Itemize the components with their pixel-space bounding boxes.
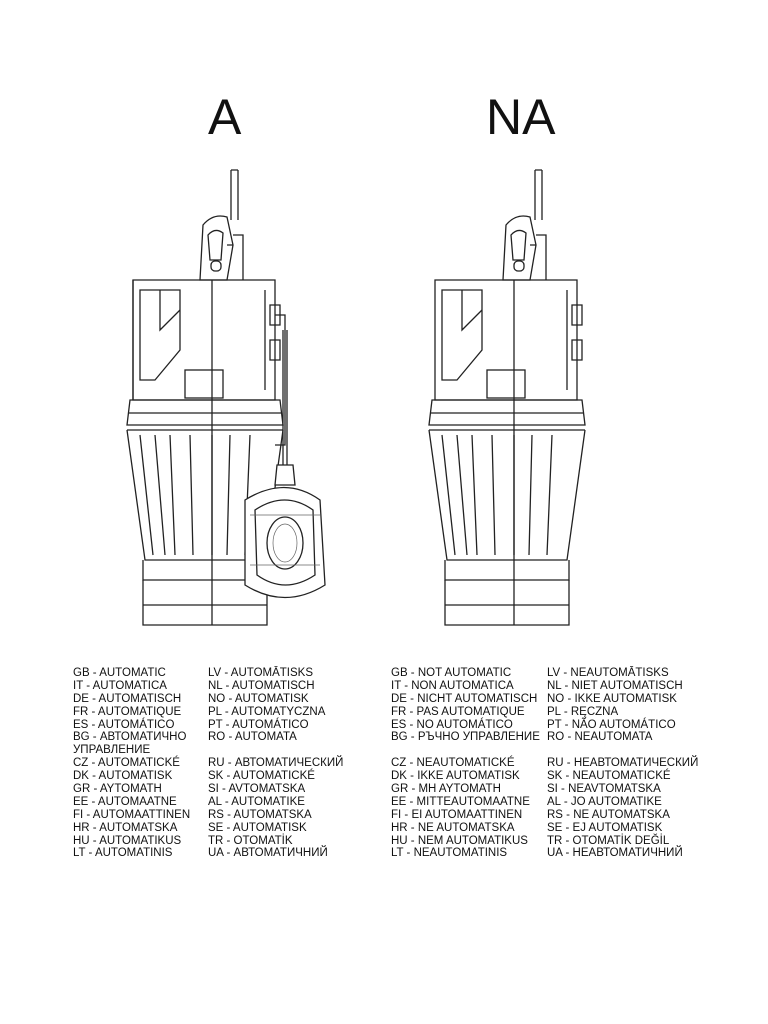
translation-line: RS - NE AUTOMATSKA (547, 808, 670, 821)
translation-line: LV - AUTOMĀTISKS (208, 667, 314, 679)
translation-line: GR - MH AYTOMATH (391, 783, 501, 796)
translation-line: CZ - AUTOMATICKÉ (73, 757, 180, 770)
translation-line: LT - NEAUTOMATINIS (391, 847, 508, 860)
translation-line (391, 744, 540, 757)
translation-line: SE - AUTOMATISK (208, 821, 307, 834)
translation-line: NL - NIET AUTOMATISCH (547, 679, 683, 692)
translation-line: FR - PAS AUTOMATIQUE (391, 705, 525, 718)
translation-line: CZ - NEAUTOMATICKÉ (391, 757, 515, 770)
translation-line: LV - NEAUTOMĀTISKS (547, 667, 669, 679)
translation-line: PL - AUTOMATYCZNA (208, 705, 326, 718)
translation-line: HU - AUTOMATIKUS (73, 834, 182, 847)
translation-line: EE - AUTOMAATNE (73, 795, 177, 808)
translation-line: УПРАВЛЕНИЕ (73, 744, 151, 757)
translation-line: SI - AVTOMATSKA (208, 783, 306, 796)
translation-line: HR - AUTOMATSKA (73, 821, 178, 834)
translation-line: GB - AUTOMATIC (73, 667, 166, 679)
translation-line: AL - AUTOMATIKE (208, 795, 305, 808)
translation-line: PT - AUTOMÁTICO (208, 718, 309, 731)
translation-line: UA - АВТОМАТИЧНИЙ (208, 847, 328, 860)
translation-line: DK - AUTOMATISK (73, 770, 173, 783)
translation-line: AL - JO AUTOMATIKE (547, 795, 662, 808)
translation-line: SK - AUTOMATICKÉ (208, 770, 315, 783)
translation-line (547, 744, 698, 757)
translation-line: PT - NÃO AUTOMÁTICO (547, 718, 676, 731)
translation-line: ES - NO AUTOMÁTICO (391, 718, 513, 731)
translation-line: BG - РЪЧНО УПРАВЛЕНИЕ (391, 731, 540, 744)
translation-line: RU - НЕАВТОМАТИЧЕСКИЙ (547, 757, 699, 770)
translation-line (208, 744, 343, 757)
translation-line: RO - NEAUTOMATA (547, 731, 653, 744)
translation-line: SE - EJ AUTOMATISK (547, 821, 663, 834)
translation-line: ES - AUTOMÁTICO (73, 718, 175, 731)
translation-line: IT - AUTOMATICA (73, 679, 167, 692)
translation-line: FI - EI AUTOMAATTINEN (391, 808, 523, 821)
translation-line: DK - IKKE AUTOMATISK (391, 770, 520, 783)
heading-not-automatic: NA (486, 89, 556, 145)
translation-line: GR - AYTOMATH (73, 783, 162, 796)
translation-line: HR - NE AUTOMATSKA (391, 821, 515, 834)
translation-line: SK - NEAUTOMATICKÉ (547, 770, 671, 783)
translation-line: HU - NEM AUTOMATIKUS (391, 834, 528, 847)
pump-not-automatic-drawing (428, 169, 586, 626)
translation-line: GB - NOT AUTOMATIC (391, 667, 512, 679)
translation-line: SI - NEAVTOMATSKA (547, 783, 661, 796)
translation-line: RU - АВТОМАТИЧЕСКИЙ (208, 757, 344, 770)
translation-line: FI - AUTOMAATTINEN (73, 808, 191, 821)
translation-line: FR - AUTOMATIQUE (73, 705, 182, 718)
translation-line: DE - NICHT AUTOMATISCH (391, 692, 538, 705)
translation-line: TR - OTOMATİK (208, 834, 293, 847)
pump-automatic-drawing (126, 169, 326, 626)
translation-line: EE - MITTEAUTOMAATNE (391, 795, 530, 808)
translation-line: NO - AUTOMATISK (208, 692, 309, 705)
translation-line: PL - RĘCZNA (547, 705, 619, 718)
translation-line: DE - AUTOMATISCH (73, 692, 182, 705)
translation-line: IT - NON AUTOMATICA (391, 679, 514, 692)
translation-line: NL - AUTOMATISCH (208, 679, 315, 692)
translation-line: LT - AUTOMATINIS (73, 847, 173, 860)
heading-automatic: A (208, 89, 242, 145)
translation-line: RO - AUTOMATA (208, 731, 297, 744)
translation-line: TR - OTOMATİK DEĞİL (547, 834, 670, 847)
translation-line: UA - НЕАВТОМАТИЧНИЙ (547, 847, 683, 860)
translation-line: NO - IKKE AUTOMATISK (547, 692, 677, 705)
translation-line: BG - АВТОМАТИЧНО (73, 731, 187, 744)
translation-line: RS - AUTOMATSKA (208, 808, 312, 821)
